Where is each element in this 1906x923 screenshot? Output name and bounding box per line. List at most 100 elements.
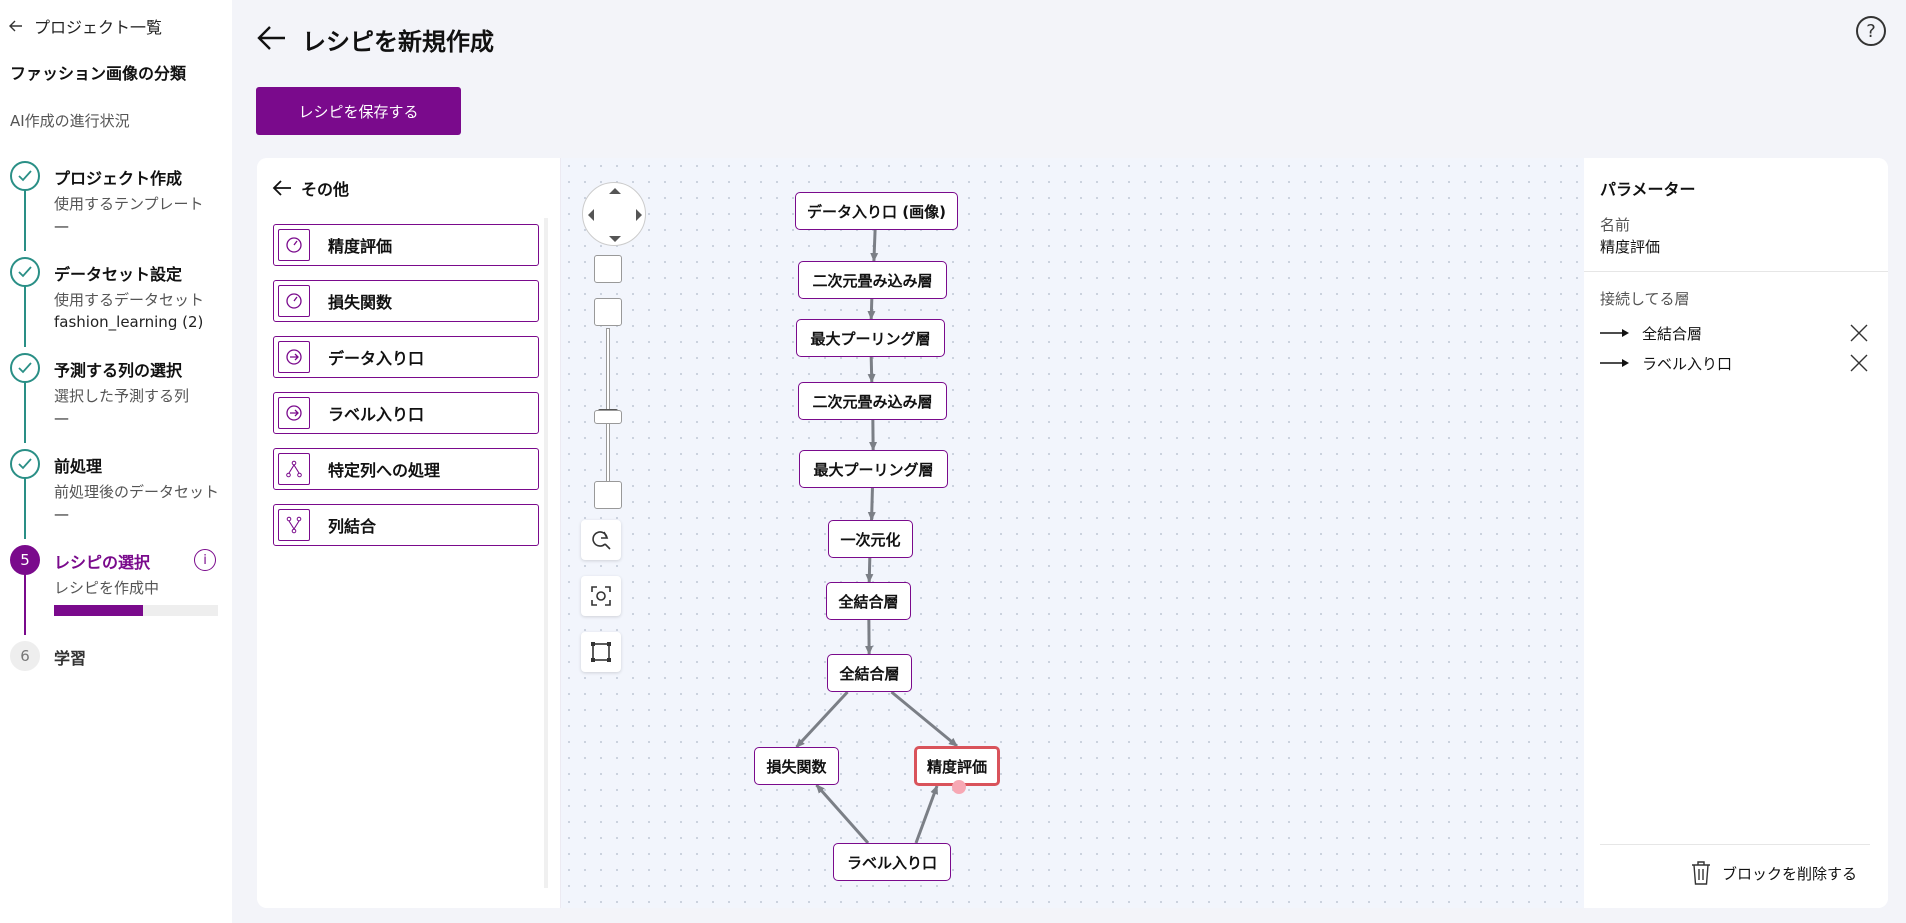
info-icon[interactable]: i	[194, 549, 216, 571]
close-icon[interactable]	[1848, 322, 1870, 344]
parameters-panel: パラメーター 名前 精度評価 接続してる層 全結合層 ラベル入り口	[1584, 158, 1888, 908]
palette-item-data-input[interactable]: データ入り口	[273, 336, 539, 378]
flow-node-dense[interactable]: 全結合層	[827, 654, 912, 692]
palette-item-loss[interactable]: 損失関数	[273, 280, 539, 322]
zoom-step-button[interactable]	[594, 298, 622, 326]
help-icon[interactable]: ?	[1856, 16, 1886, 46]
trash-icon	[1692, 861, 1710, 885]
flow-canvas[interactable]: データ入り口 (画像) 二次元畳み込み層 最大プーリング層 二次元畳み込み層 最…	[561, 158, 1584, 908]
palette-item-column-concat[interactable]: 列結合	[273, 504, 539, 546]
palette-item-column-process[interactable]: 特定列への処理	[273, 448, 539, 490]
step-value: —	[54, 505, 69, 523]
gauge-icon	[278, 285, 310, 317]
merge-icon	[278, 509, 310, 541]
step-connector	[24, 377, 26, 443]
palette-item-label: ラベル入り口	[328, 405, 425, 424]
check-icon	[10, 257, 40, 287]
bounding-box-icon	[591, 642, 611, 662]
input-arrow-icon	[278, 341, 310, 373]
delete-block-button[interactable]: ブロックを削除する	[1690, 860, 1857, 886]
palette-item-label: 列結合	[328, 517, 377, 536]
connected-layer-row: ラベル入り口	[1600, 348, 1870, 378]
zoom-mid-button[interactable]	[594, 410, 622, 424]
reset-view-button[interactable]	[581, 520, 621, 560]
back-link-label: プロジェクト一覧	[34, 18, 163, 37]
palette-back-button[interactable]: その他	[271, 176, 349, 200]
pan-control[interactable]	[582, 182, 646, 246]
select-area-button[interactable]	[581, 632, 621, 672]
close-icon[interactable]	[1848, 352, 1870, 374]
flow-edge	[914, 785, 939, 844]
name-label: 名前	[1600, 216, 1631, 234]
flow-edge	[865, 557, 874, 583]
check-icon	[10, 353, 40, 383]
step-title: データセット設定	[54, 265, 183, 284]
palette-item-accuracy[interactable]: 精度評価	[273, 224, 539, 266]
arrow-left-icon	[272, 180, 291, 196]
step-connector-active	[24, 569, 26, 635]
connected-layer-name: 全結合層	[1642, 324, 1703, 343]
focus-icon	[591, 586, 611, 606]
check-icon	[10, 449, 40, 479]
arrow-left-icon	[9, 20, 22, 32]
flow-node-dense[interactable]: 全結合層	[826, 582, 911, 620]
flow-node-conv2d[interactable]: 二次元畳み込み層	[798, 382, 947, 420]
connected-layer-name: ラベル入り口	[1642, 354, 1733, 373]
branch-icon	[278, 453, 310, 485]
block-palette: その他 精度評価 損失関数 データ入り口 ラベル入り口 特定列への処理 列結合	[257, 158, 561, 908]
check-icon	[10, 161, 40, 191]
pan-arrows-icon	[588, 188, 642, 242]
zoom-in-button[interactable]	[594, 255, 622, 283]
palette-item-label: 損失関数	[328, 293, 393, 312]
step-connector	[24, 473, 26, 539]
step-title: 予測する列の選択	[54, 361, 183, 380]
flow-edge	[795, 690, 849, 749]
flow-edge	[867, 356, 876, 383]
fit-view-button[interactable]	[581, 576, 621, 616]
save-recipe-button[interactable]: レシピを保存する	[256, 87, 461, 135]
divider	[1600, 844, 1870, 845]
flow-node-flatten[interactable]: 一次元化	[828, 520, 913, 558]
name-value[interactable]: 精度評価	[1600, 238, 1661, 256]
flow-edge	[890, 690, 958, 748]
arrow-right-icon	[1600, 354, 1630, 373]
progress-title: AI作成の進行状況	[10, 112, 130, 130]
page-title: レシピを新規作成	[302, 28, 494, 56]
flow-node-maxpool[interactable]: 最大プーリング層	[799, 450, 948, 488]
step-value: —	[54, 409, 69, 427]
palette-category-label: その他	[301, 180, 350, 199]
flow-node-label-input[interactable]: ラベル入り口	[833, 843, 951, 881]
flow-node-loss[interactable]: 損失関数	[754, 747, 839, 785]
step-number: 6	[10, 641, 40, 671]
step-connector	[24, 281, 26, 347]
palette-item-label: データ入り口	[328, 349, 425, 368]
step-value: fashion_learning (2)	[54, 313, 204, 331]
gauge-icon	[278, 229, 310, 261]
flow-node-accuracy-selected[interactable]: 精度評価	[914, 746, 1000, 786]
recipe-editor: その他 精度評価 損失関数 データ入り口 ラベル入り口 特定列への処理 列結合	[257, 158, 1888, 908]
refresh-zoom-icon	[592, 531, 611, 550]
step-subtitle: 選択した予測する列	[54, 387, 190, 405]
step-value: —	[54, 217, 69, 235]
back-arrow-icon[interactable]	[256, 22, 288, 54]
palette-scrollbar[interactable]	[544, 218, 548, 888]
step-subtitle: レシピを作成中	[54, 579, 160, 597]
flow-node-maxpool[interactable]: 最大プーリング層	[796, 319, 945, 357]
zoom-slider[interactable]	[606, 328, 610, 486]
back-to-projects-link[interactable]: プロジェクト一覧	[8, 14, 162, 38]
step-subtitle: 使用するテンプレート	[54, 195, 204, 213]
progress-fill	[54, 605, 143, 616]
palette-item-label: 精度評価	[328, 237, 393, 256]
step-subtitle: 前処理後のデータセット	[54, 483, 220, 501]
flow-node-data-input[interactable]: データ入り口 (画像)	[795, 192, 958, 230]
parameters-title: パラメーター	[1600, 180, 1696, 199]
palette-item-label-input[interactable]: ラベル入り口	[273, 392, 539, 434]
output-port[interactable]	[952, 780, 966, 794]
zoom-out-button[interactable]	[594, 481, 622, 509]
flow-node-conv2d[interactable]: 二次元畳み込み層	[798, 261, 947, 299]
connected-layer-row: 全結合層	[1600, 318, 1870, 348]
step-title: 学習	[54, 649, 87, 668]
connected-layers-label: 接続してる層	[1600, 290, 1690, 308]
arrow-right-icon	[1600, 324, 1630, 343]
step-connector	[24, 185, 26, 251]
